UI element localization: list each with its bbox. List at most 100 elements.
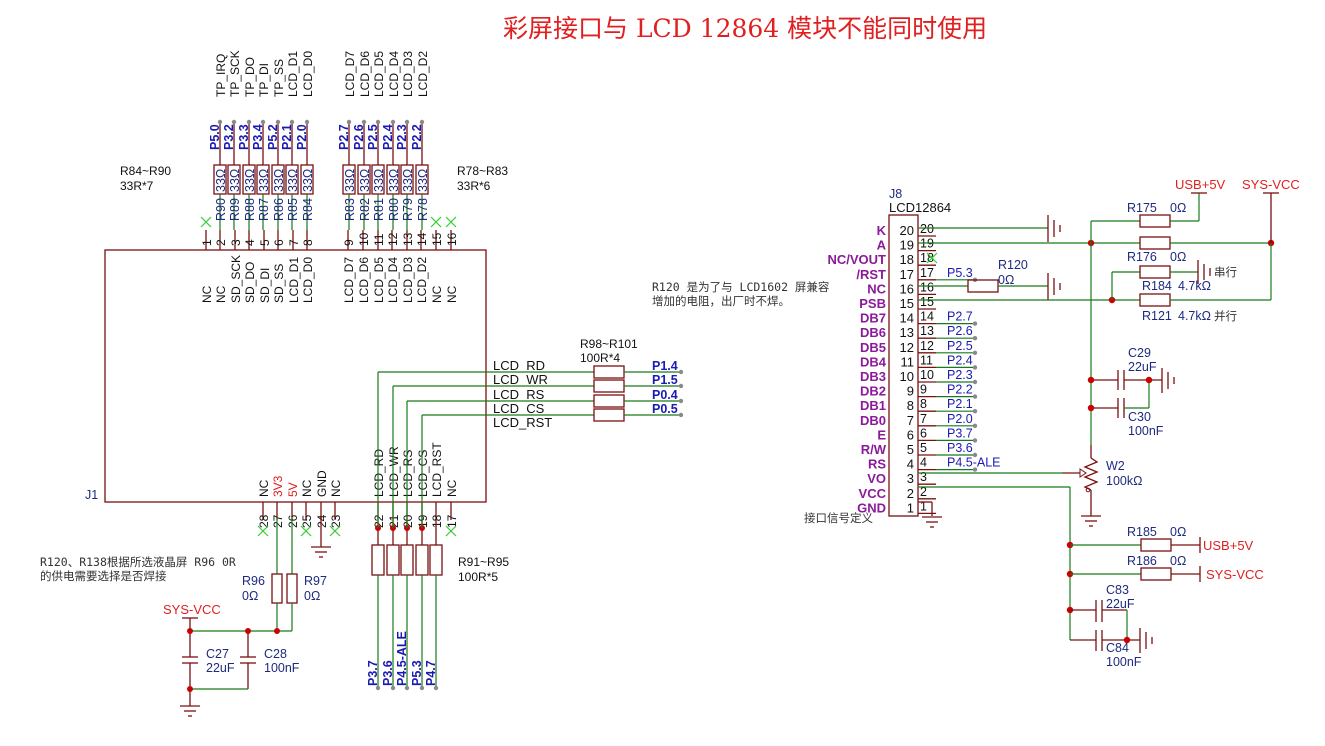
j8-pin-number-outer: 19 <box>920 237 934 251</box>
r121-value: 4.7kΩ <box>1178 309 1211 323</box>
no-connect-icon <box>257 525 269 537</box>
j1-pin-name: 5V <box>286 482 300 497</box>
signal-label: LCD_D3 <box>401 51 415 97</box>
net-label: P2.1 <box>947 397 973 411</box>
signal-label: LCD_D1 <box>286 51 300 97</box>
net-terminal <box>390 119 396 125</box>
j1-pin-name: LCD_D6 <box>357 257 371 303</box>
bottom-group-name: R91~R95 <box>458 555 509 569</box>
no-connect-icon <box>926 252 938 264</box>
c29-ref: C29 <box>1128 346 1151 360</box>
r175-value: 0Ω <box>1170 201 1186 215</box>
r184-value: 4.7kΩ <box>1178 279 1211 293</box>
net-label: P2.2 <box>947 383 973 397</box>
j8-pin-name: /RST <box>856 267 886 282</box>
net-terminal <box>972 452 978 458</box>
resistor-value: 33Ω <box>214 169 228 192</box>
resistor-value: 33Ω <box>401 169 415 192</box>
r186-resistor <box>1140 567 1172 581</box>
net-terminal <box>972 321 978 326</box>
resistor-100-ohm <box>593 365 625 379</box>
j1-pin-number: 16 <box>445 232 459 246</box>
j1-pin-number: 23 <box>329 514 343 528</box>
signal-label: TP_IRQ <box>214 54 228 97</box>
resistor-ref: R78 <box>416 198 430 221</box>
j1-pin-name: NC <box>214 285 228 303</box>
bottom-group-value: 100R*5 <box>458 570 498 584</box>
j8-pin-name: DB7 <box>860 311 886 326</box>
net-terminal <box>972 409 978 414</box>
resistor-value: 33Ω <box>272 169 286 192</box>
c27-ref: C27 <box>206 647 229 661</box>
net-label: P5.0 <box>208 124 222 150</box>
r176-ref: R176 <box>1127 250 1157 264</box>
r176-value: 0Ω <box>1170 250 1186 264</box>
j1-pin-number: 8 <box>301 239 315 246</box>
net-label: P3.3 <box>237 124 251 150</box>
j1-pin-name: 3V3 <box>271 475 285 497</box>
j8-pin-number: 5 <box>907 442 914 457</box>
resistor-value: 33Ω <box>301 169 315 192</box>
signal-label: TP_SS <box>272 59 286 97</box>
resistor-value: 33Ω <box>358 169 372 192</box>
control-signal-label: LCD_RST <box>493 415 552 430</box>
c84-value: 100nF <box>1106 655 1142 669</box>
resistor-100-ohm <box>415 544 429 576</box>
r120-ref: R120 <box>998 258 1028 272</box>
j1-pin-name: NC <box>300 479 314 497</box>
c84-ref: C84 <box>1106 641 1129 655</box>
ground-icon <box>1139 628 1153 653</box>
net-label: P5.3 <box>410 660 424 686</box>
net-label: P3.6 <box>381 660 395 686</box>
j1-pin-number: 26 <box>286 514 300 528</box>
resistor-ref: R90 <box>214 198 228 221</box>
w2-potentiometer <box>1083 457 1099 491</box>
r121-resistor <box>1139 293 1171 307</box>
j1-body <box>104 249 487 503</box>
j1-pin-number: 20 <box>401 514 415 528</box>
net-label: P4.5-ALE <box>395 631 409 686</box>
resistor-value: 33Ω <box>372 169 386 192</box>
j1-pin-number: 12 <box>386 232 400 246</box>
j8-pin-number-outer: 7 <box>920 412 927 426</box>
j8-pin-number-outer: 9 <box>920 383 927 397</box>
net-terminal <box>404 119 410 125</box>
resistor-100-ohm <box>371 544 385 576</box>
r176-resistor <box>1139 236 1171 250</box>
j1-pin-name: NC <box>445 479 459 497</box>
net-terminal <box>678 398 684 404</box>
j1-pin-name: SD_SS <box>272 264 286 303</box>
no-connect-icon <box>329 525 341 537</box>
j1-pin-name: GND <box>315 470 329 497</box>
net-terminal <box>972 379 978 385</box>
resistor-value: 33Ω <box>243 169 257 192</box>
j1-pin-name: LCD_D3 <box>401 257 415 303</box>
j1-top-pins: 1NC2NC3SD_SCK4SD_DO5SD_DI6SD_SS7LCD_D18L… <box>200 50 459 303</box>
j8-pin-name: DB1 <box>860 398 886 413</box>
group-right-name: R78~R83 <box>457 164 508 178</box>
j1-pin-name: LCD_RS <box>401 450 415 497</box>
j8-pin-name: DB4 <box>860 354 887 369</box>
j1-pin-name: NC <box>200 285 214 303</box>
net-label: P0.5 <box>652 402 678 416</box>
net-label: P3.7 <box>947 426 973 440</box>
r186-value: 0Ω <box>1170 554 1186 568</box>
resistor-value: 33Ω <box>228 169 242 192</box>
usb5v-label-bottom: USB+5V <box>1203 538 1254 553</box>
net-label: P2.6 <box>352 124 366 150</box>
j1-pin-number: 4 <box>243 239 257 246</box>
resistor-ref: R85 <box>286 198 300 221</box>
j1-pin-number: 2 <box>214 239 228 246</box>
j8-body <box>888 214 919 517</box>
j8-pin-name: GND <box>857 500 886 515</box>
j1-pin-name: LCD_CS <box>416 450 430 497</box>
j1-pin-name: LCD_D0 <box>301 257 315 303</box>
net-terminal <box>260 119 266 125</box>
net-terminal <box>304 119 310 125</box>
j1-pin-name: NC <box>329 479 343 497</box>
resistor-100-ohm <box>593 408 625 422</box>
j8-note-line1: R120 是为了与 LCD1602 屏兼容 <box>652 280 830 294</box>
j8-pin-number: 13 <box>900 325 914 340</box>
j8-pin-number-outer: 20 <box>920 222 934 236</box>
